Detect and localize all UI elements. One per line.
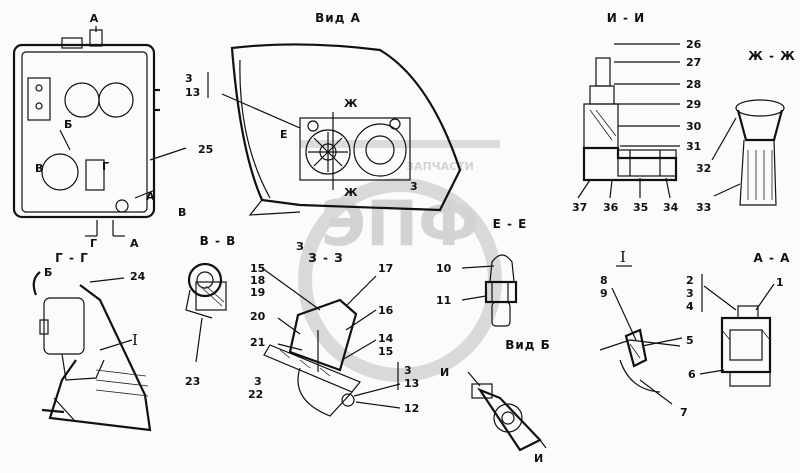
callout-4: 4 — [686, 300, 694, 313]
title-v-v: В - В — [200, 234, 237, 248]
mark-a2: А — [130, 237, 139, 250]
mark-i-top: И — [440, 366, 449, 379]
title-z-z: З - З — [308, 251, 343, 265]
callout-21: 21 — [250, 336, 265, 349]
title-e-e: Е - Е — [493, 217, 528, 231]
callout-13-view-a: 13 — [185, 86, 200, 99]
mark-zh-top: Ж — [344, 97, 358, 110]
callout-15-b: 15 — [378, 345, 393, 358]
view-a-assembly — [221, 43, 462, 216]
callout-22: 22 — [248, 388, 263, 401]
callout-27: 27 — [686, 56, 701, 69]
tank-view-marker-a: А — [90, 12, 99, 25]
mark-g: Г — [102, 160, 109, 173]
fuel-tank-view — [12, 29, 187, 237]
watermark: ЭПФ ЗАПЧАСТИ — [298, 140, 502, 382]
title-a-a: А - А — [754, 251, 791, 265]
callout-24: 24 — [130, 270, 146, 283]
title-vid-b: Вид Б — [505, 338, 551, 352]
callout-36: 36 — [603, 201, 619, 214]
callout-3b-view-a: 3 — [410, 180, 418, 193]
section-zh-zh — [711, 99, 785, 206]
callout-33: 33 — [696, 201, 711, 214]
callout-15-a: 15 — [250, 262, 265, 275]
callout-26: 26 — [686, 38, 702, 51]
view-b — [467, 371, 547, 452]
callout-14: 14 — [378, 332, 394, 345]
mark-z: З — [296, 240, 304, 253]
mark-e: Е — [280, 128, 288, 141]
callout-30: 30 — [686, 120, 702, 133]
section-v-v — [185, 262, 227, 363]
callout-2: 2 — [686, 274, 694, 287]
detail-i — [599, 287, 683, 405]
callout-1: 1 — [776, 276, 784, 289]
callout-32: 32 — [696, 162, 711, 175]
roman-i-right: I — [620, 248, 626, 266]
callout-37: 37 — [572, 201, 587, 214]
callout-35: 35 — [633, 201, 648, 214]
watermark-subtext: ЗАПЧАСТИ — [406, 160, 474, 173]
callout-31: 31 — [686, 140, 701, 153]
mark-v: В — [35, 162, 43, 175]
callout-6: 6 — [688, 368, 696, 381]
mark-v2: В — [178, 206, 186, 219]
mark-b: Б — [64, 118, 72, 131]
section-a-a — [699, 283, 775, 387]
callout-3-aa: 3 — [686, 287, 694, 300]
callout-8: 8 — [600, 274, 608, 287]
callout-34: 34 — [663, 201, 679, 214]
callout-10: 10 — [436, 262, 452, 275]
section-i-i — [582, 43, 680, 182]
callout-20: 20 — [250, 310, 266, 323]
callout-7: 7 — [680, 406, 688, 419]
watermark-text: ЭПФ — [321, 187, 480, 260]
title-zh-zh: Ж - Ж — [748, 49, 796, 63]
callout-11: 11 — [436, 294, 451, 307]
section-e-e — [461, 254, 518, 327]
callout-3-view-a: 3 — [185, 72, 193, 85]
title-vid-a: Вид А — [315, 11, 361, 25]
callout-12: 12 — [404, 402, 419, 415]
callout-5: 5 — [686, 334, 694, 347]
callout-3-z: 3 — [254, 375, 262, 388]
section-z-z — [261, 267, 401, 417]
callout-23: 23 — [185, 375, 200, 388]
callout-13-z: 13 — [404, 377, 419, 390]
mark-g2: Г — [90, 237, 97, 250]
mark-zh-bottom: Ж — [344, 186, 358, 199]
title-i-i: И - И — [607, 11, 645, 25]
callout-18: 18 — [250, 274, 265, 287]
mark-a: А — [146, 190, 155, 203]
mark-i-bottom: И — [534, 452, 543, 465]
roman-i-left: I — [132, 331, 138, 349]
callout-28: 28 — [686, 78, 701, 91]
callout-9: 9 — [600, 287, 608, 300]
section-g-g — [32, 271, 152, 432]
title-g-g: Г - Г — [55, 251, 89, 265]
callout-16: 16 — [378, 304, 394, 317]
callout-19: 19 — [250, 286, 265, 299]
callout-17: 17 — [378, 262, 393, 275]
callout-29: 29 — [686, 98, 701, 111]
mark-b2: Б — [44, 266, 52, 279]
callout-3-z2: 3 — [404, 364, 412, 377]
callout-25: 25 — [198, 143, 213, 156]
